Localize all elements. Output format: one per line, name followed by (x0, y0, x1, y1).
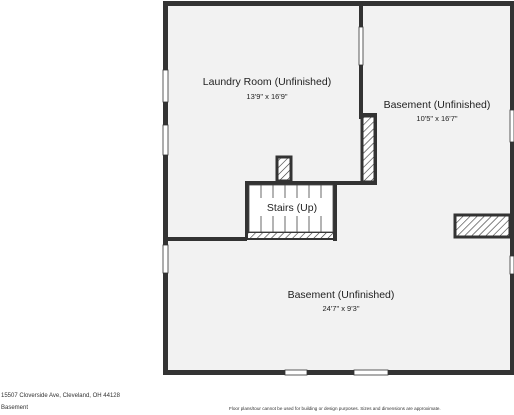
window-right-lower (509, 255, 514, 275)
basement-right-dims: 10'5" x 16'7" (416, 114, 457, 123)
laundry-room-dims: 13'9" x 16'9" (246, 92, 287, 101)
stairs-name: Stairs (Up) (267, 202, 317, 214)
window-left-lower (162, 244, 169, 274)
beam (453, 213, 512, 239)
window-left-middle (162, 124, 169, 156)
basement-bottom-dims: 24'7" x 9'3" (323, 304, 360, 313)
post (275, 155, 293, 183)
chimney (360, 114, 377, 184)
window-right-upper (509, 109, 514, 143)
disclaimer: Floor plans/tour cannot be used for buil… (229, 406, 441, 411)
property-address: 15507 Cloverside Ave, Cleveland, OH 4412… (1, 393, 120, 399)
basement-bottom-name: Basement (Unfinished) (288, 289, 395, 301)
window-left-upper (162, 69, 169, 103)
exterior-walls (163, 1, 514, 375)
stair-landing (246, 231, 335, 240)
window-interior (358, 26, 364, 66)
windows (162, 26, 514, 376)
laundry-room-name: Laundry Room (Unfinished) (203, 76, 331, 88)
basement-right-name: Basement (Unfinished) (384, 99, 491, 111)
floor-area (164, 2, 513, 374)
window-bottom-right (353, 369, 389, 376)
floor-level-label: Basement (1, 405, 29, 411)
hatched-elements (246, 114, 512, 240)
window-bottom-left (284, 369, 308, 376)
